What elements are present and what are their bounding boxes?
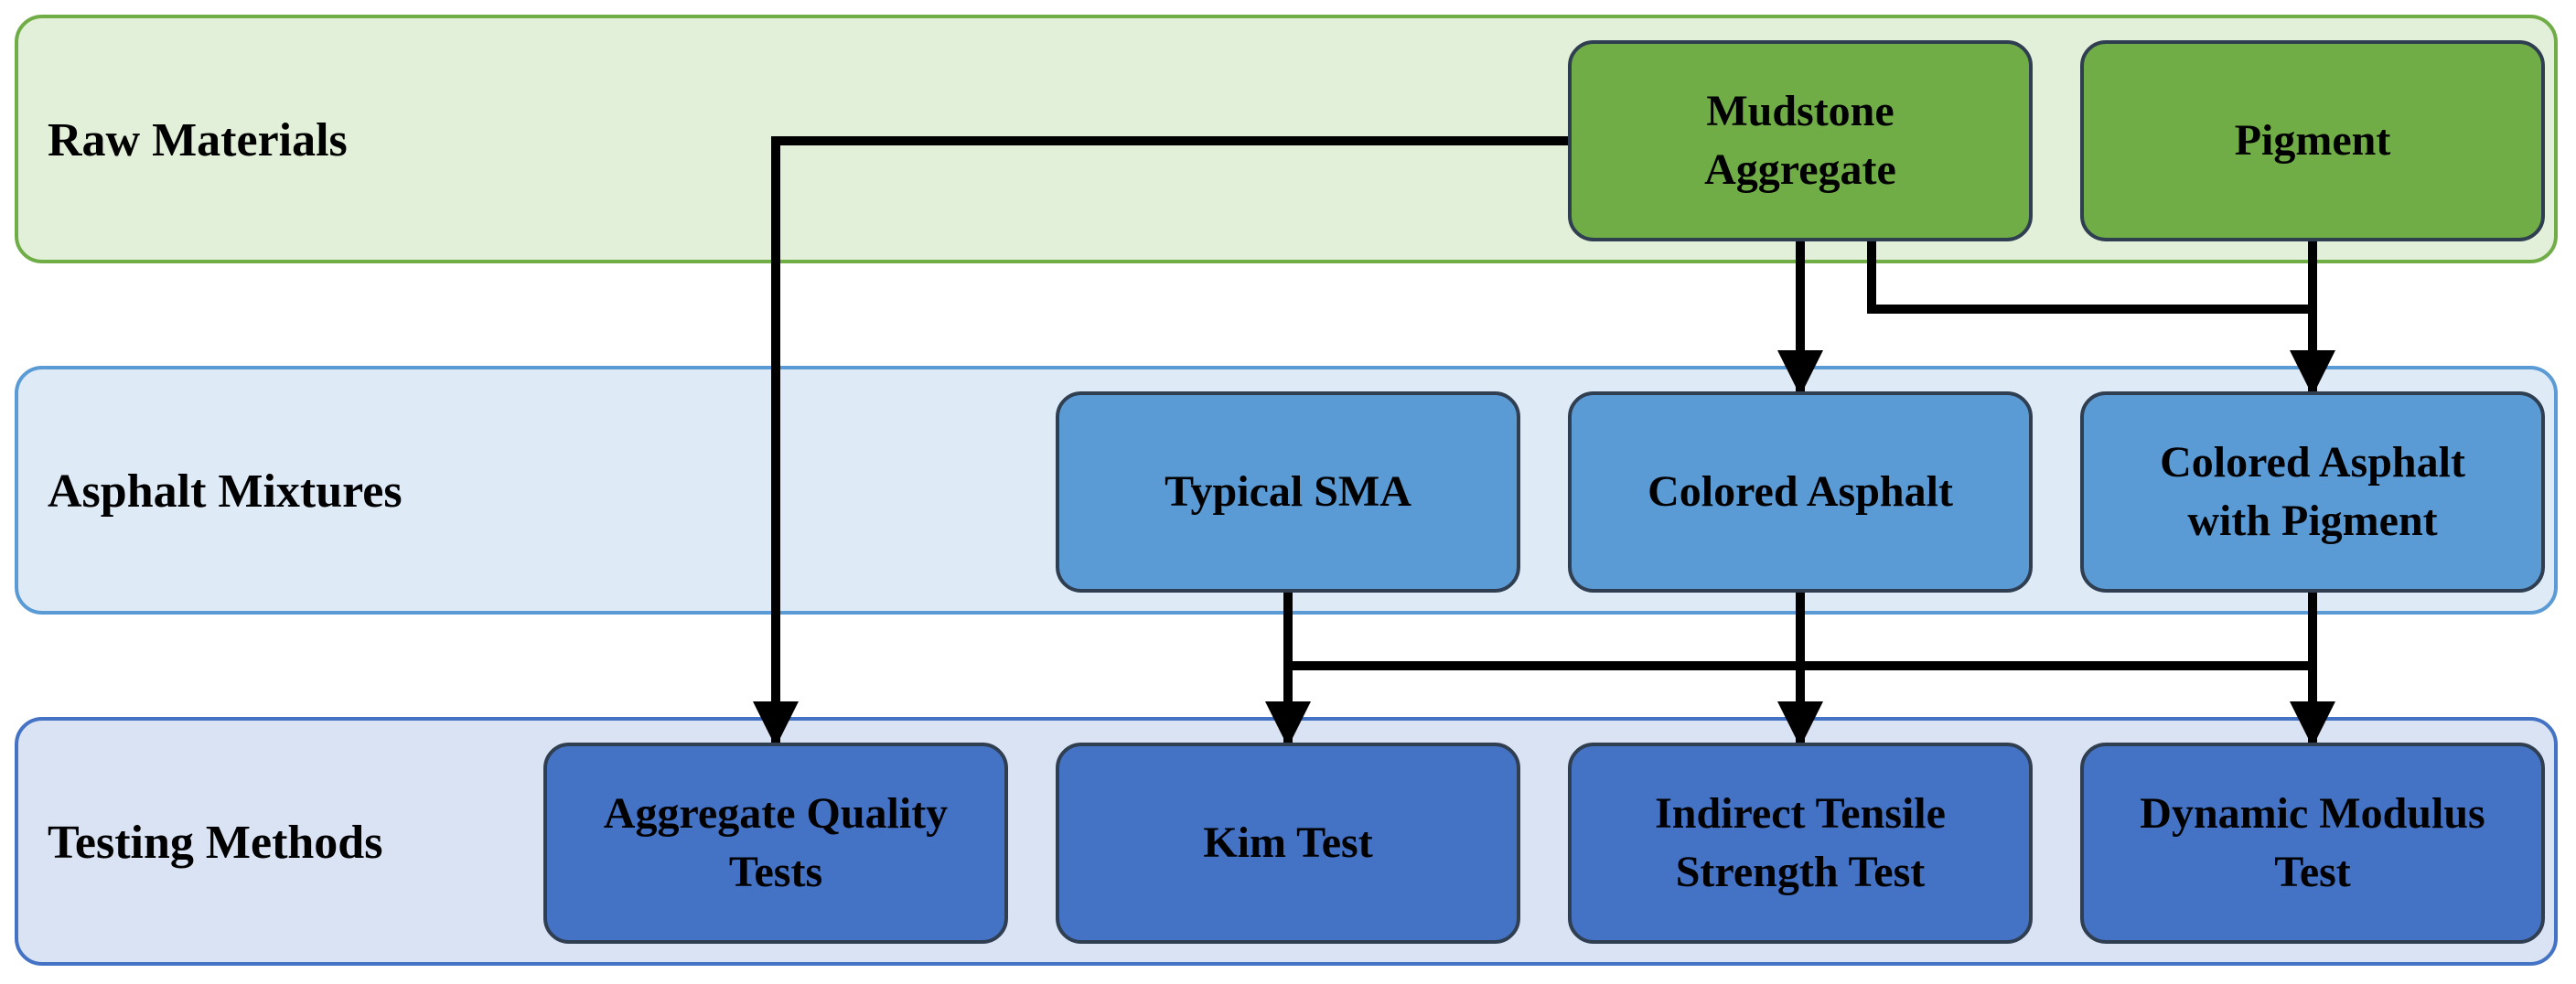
asphalt-mixtures-label: Asphalt Mixtures	[48, 465, 402, 518]
raw-materials-label: Raw Materials	[48, 114, 348, 166]
node-mudstone-aggregate: Mudstone Aggregate	[1568, 40, 2033, 241]
arrow-mudstone-to-aggregate-quality	[753, 136, 1568, 747]
node-colored-asphalt-with-pigment: Colored Asphalt with Pigment	[2080, 391, 2545, 593]
node-typical-sma: Typical SMA	[1056, 391, 1520, 593]
testing-methods-label: Testing Methods	[48, 817, 383, 869]
node-indirect-tensile-strength-test: Indirect Tensile Strength Test	[1568, 743, 2033, 944]
node-dynamic-modulus-test: Dynamic Modulus Test	[2080, 743, 2545, 944]
node-colored-asphalt: Colored Asphalt	[1568, 391, 2033, 593]
node-aggregate-quality-tests: Aggregate Quality Tests	[543, 743, 1008, 944]
node-kim-test: Kim Test	[1056, 743, 1520, 944]
arrow-mudstone-to-colored-asphalt-pigment	[1867, 241, 2313, 314]
node-pigment: Pigment	[2080, 40, 2545, 241]
